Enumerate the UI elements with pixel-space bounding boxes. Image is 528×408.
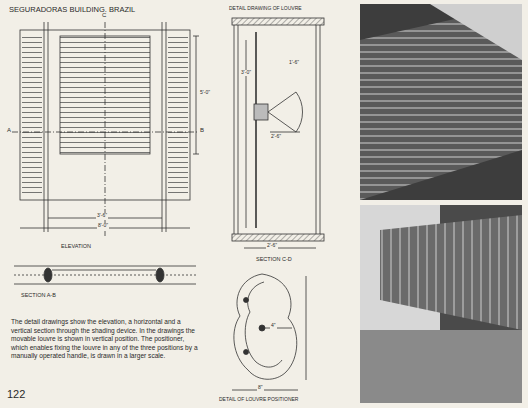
section-mark: B bbox=[199, 127, 205, 134]
page-number: 122 bbox=[6, 388, 26, 400]
section-c-d-drawing bbox=[232, 18, 324, 248]
section-mark: C bbox=[101, 12, 107, 19]
view-title: ELEVATION bbox=[60, 243, 92, 249]
dimension: 3'-6" bbox=[96, 213, 108, 219]
dimension: 1'-6" bbox=[288, 60, 300, 66]
section-a-b-drawing bbox=[14, 266, 196, 284]
section-mark: A bbox=[6, 127, 12, 134]
dimension: 5'-0" bbox=[199, 90, 211, 96]
dimension: 2'-6" bbox=[270, 134, 282, 140]
dimension: 8'-0" bbox=[97, 223, 109, 229]
dimension: 2'-6" bbox=[266, 243, 278, 249]
caption-text: The detail drawings show the elevation, … bbox=[10, 318, 202, 361]
view-title: DETAIL DRAWING OF LOUVRE bbox=[228, 6, 303, 12]
elevation-drawing bbox=[12, 22, 199, 236]
photographs bbox=[360, 4, 522, 403]
page-title: SEGURADORAS BUILDING, BRAZIL bbox=[8, 6, 136, 14]
dimension: 3'-0" bbox=[240, 70, 252, 76]
dimension: 4" bbox=[270, 323, 277, 329]
view-title: DETAIL OF LOUVRE POSITIONER bbox=[218, 397, 299, 403]
louvre-positioner-drawing bbox=[232, 274, 306, 390]
dimension: 8" bbox=[257, 385, 264, 391]
view-title: SECTION A-B bbox=[20, 292, 57, 298]
view-title: SECTION C-D bbox=[255, 256, 293, 262]
